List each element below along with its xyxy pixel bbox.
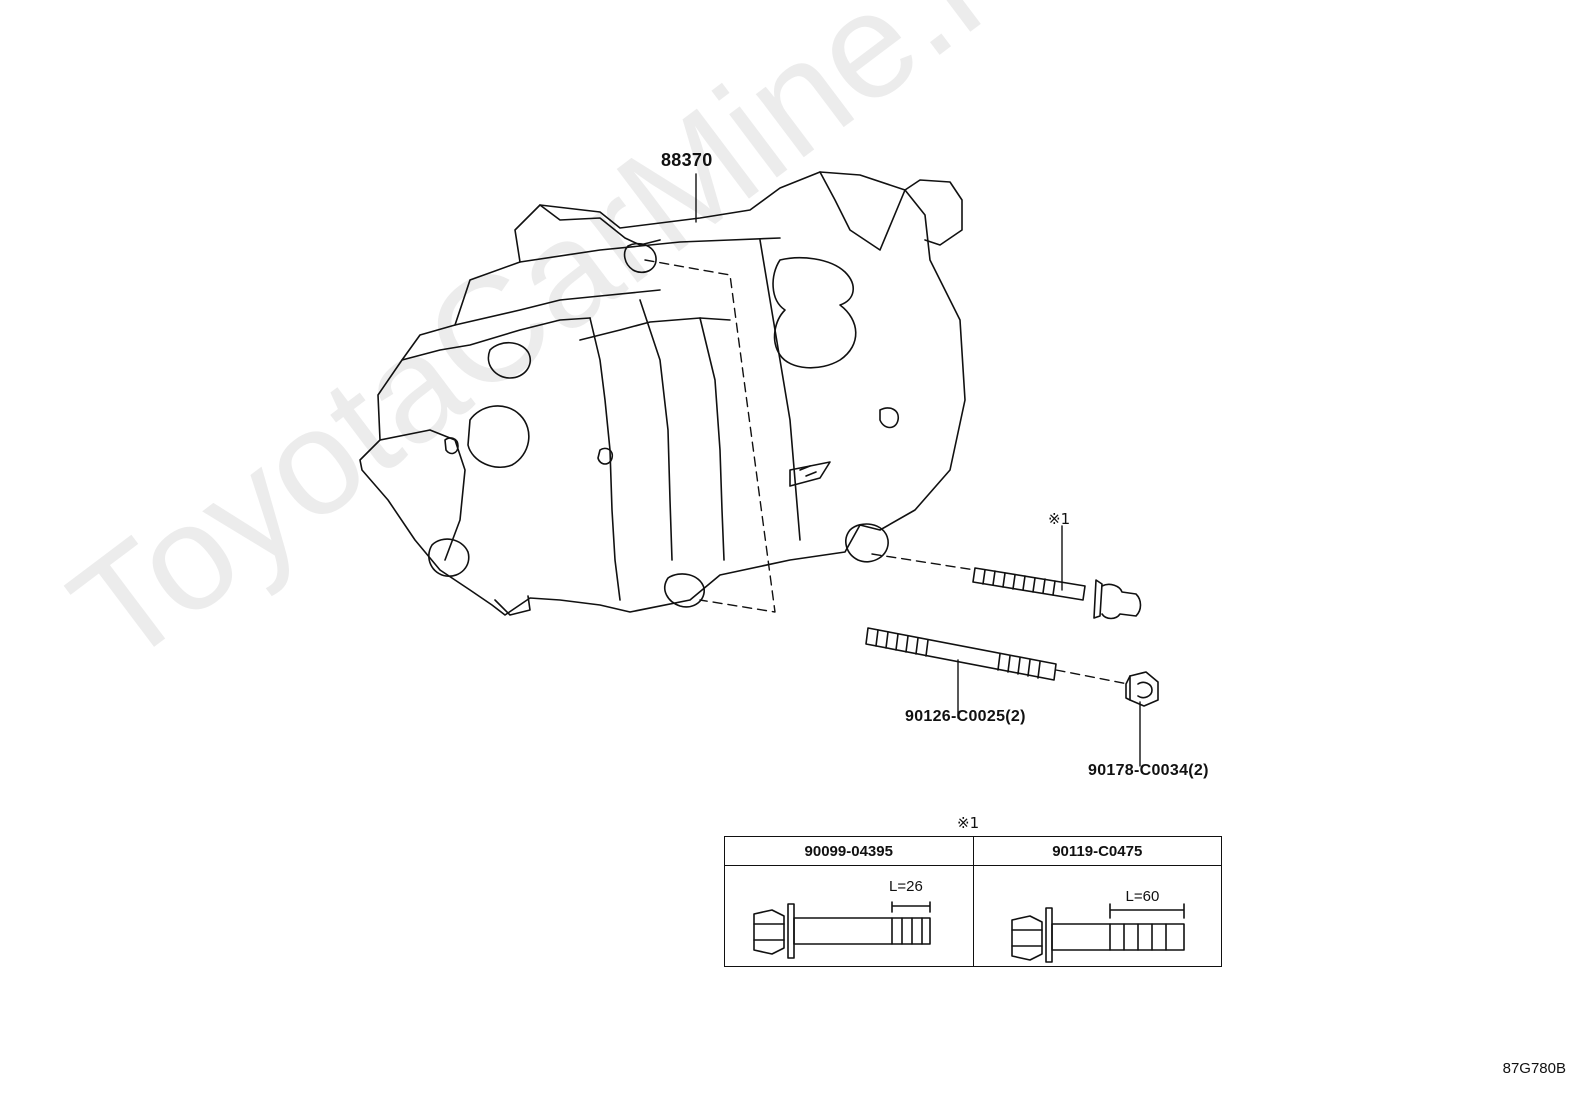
bolt-part-number-cell[interactable]: 90119-C0475 bbox=[972, 836, 1222, 866]
bolt-spec-table: 90099-04395 90119-C0475 L=26 L=60 bbox=[724, 836, 1222, 967]
assembly-dashed-lines bbox=[644, 259, 1129, 685]
stud-bolt-drawing bbox=[865, 627, 1057, 681]
leader-lines bbox=[695, 173, 1141, 767]
bolt-drawing bbox=[972, 567, 1142, 620]
diagram-code: 87G780B bbox=[1502, 1060, 1566, 1077]
compressor-part-label[interactable]: 88370 bbox=[661, 150, 713, 170]
stud-bolt-part-label[interactable]: 90126-C0025(2) bbox=[905, 708, 1026, 725]
bolt-image-cell: L=60 bbox=[972, 865, 1222, 967]
bolt-image-cell: L=26 bbox=[724, 865, 974, 967]
bolt-part-number-cell[interactable]: 90099-04395 bbox=[724, 836, 974, 866]
compressor-drawing bbox=[359, 171, 966, 616]
bolt-reference-mark: ※1 bbox=[1048, 510, 1071, 528]
nut-drawing bbox=[1125, 671, 1159, 707]
table-reference-mark: ※1 bbox=[957, 814, 980, 832]
nut-part-label[interactable]: 90178-C0034(2) bbox=[1088, 762, 1209, 779]
bolt-length-label: L=26 bbox=[889, 878, 923, 895]
bolt-length-label: L=60 bbox=[1125, 888, 1160, 905]
